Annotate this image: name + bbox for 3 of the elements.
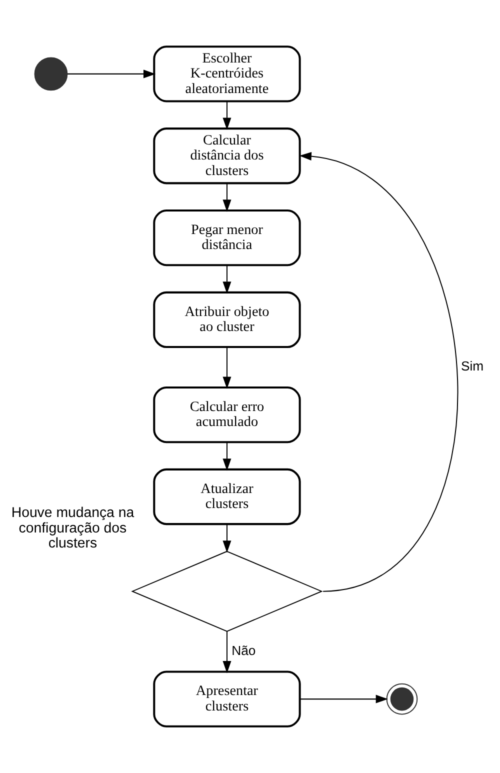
edge-label: Sim [460, 358, 484, 374]
node-label: Houve mudança na configuração dos clusters [10, 505, 134, 552]
edge-label: Não [231, 642, 256, 658]
